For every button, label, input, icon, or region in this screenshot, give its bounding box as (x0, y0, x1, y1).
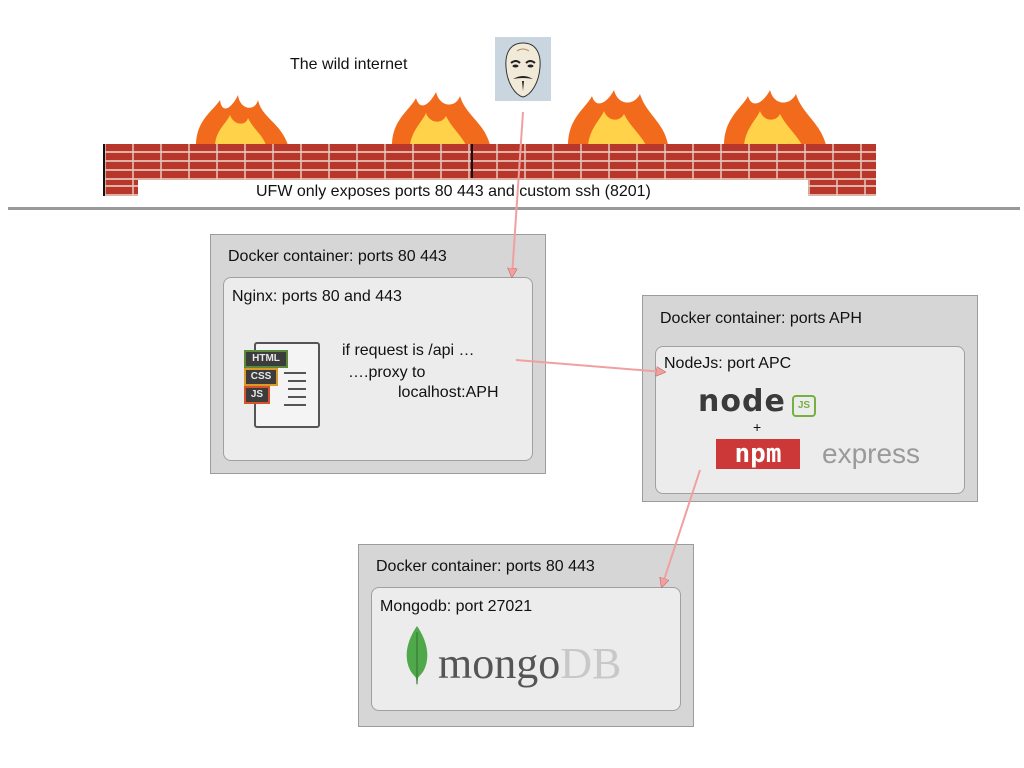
mongo-service-box: Mongodb: port 27021 mongoDB (371, 587, 681, 711)
wall-edge (103, 144, 105, 196)
plus-sign: + (753, 419, 762, 435)
node-service-box: NodeJs: port APC node JS + npm express (655, 346, 965, 494)
anonymous-mask-icon (495, 37, 551, 101)
css-tag: CSS (244, 368, 278, 386)
npm-logo: npm (716, 439, 800, 469)
service-title: NodeJs: port APC (664, 355, 792, 372)
service-title: Nginx: ports 80 and 443 (232, 288, 402, 305)
logo-mongo: mongo (438, 639, 561, 688)
container-title: Docker container: ports 80 443 (228, 248, 447, 265)
internet-label: The wild internet (290, 56, 408, 73)
container-title: Docker container: ports APH (660, 310, 862, 327)
js-tag: JS (244, 386, 270, 404)
nodejs-badge: JS (792, 395, 816, 417)
wall-divider (471, 144, 473, 178)
container-title: Docker container: ports 80 443 (376, 558, 595, 575)
firewall-wall-right (808, 180, 876, 196)
express-logo: express (822, 438, 921, 469)
service-title: Mongodb: port 27021 (380, 598, 533, 615)
flame-icon (196, 90, 826, 145)
proxy-note-line3: localhost:APH (398, 384, 499, 401)
web-files-icon: HTML CSS JS (244, 342, 320, 428)
nginx-docker-container: Docker container: ports 80 443 Nginx: po… (210, 234, 546, 474)
nodejs-logo: node (698, 384, 786, 419)
firewall-wall (104, 144, 876, 180)
html-tag: HTML (244, 350, 288, 368)
mongodb-leaf-icon (406, 626, 428, 686)
nginx-service-box: Nginx: ports 80 and 443 HTML CSS JS if r… (223, 277, 533, 461)
logo-db: DB (560, 639, 622, 688)
firewall-flames (196, 90, 826, 145)
mongodb-logo-text: mongoDB (438, 640, 621, 688)
proxy-note-line2: ….proxy to (348, 364, 426, 381)
firewall-label: UFW only exposes ports 80 443 and custom… (256, 183, 651, 200)
proxy-note-line1: if request is /api … (342, 342, 475, 359)
mongo-docker-container: Docker container: ports 80 443 Mongodb: … (358, 544, 694, 727)
firewall-wall-left (104, 180, 138, 196)
node-docker-container: Docker container: ports APH NodeJs: port… (642, 295, 978, 502)
network-boundary-line (8, 207, 1020, 210)
